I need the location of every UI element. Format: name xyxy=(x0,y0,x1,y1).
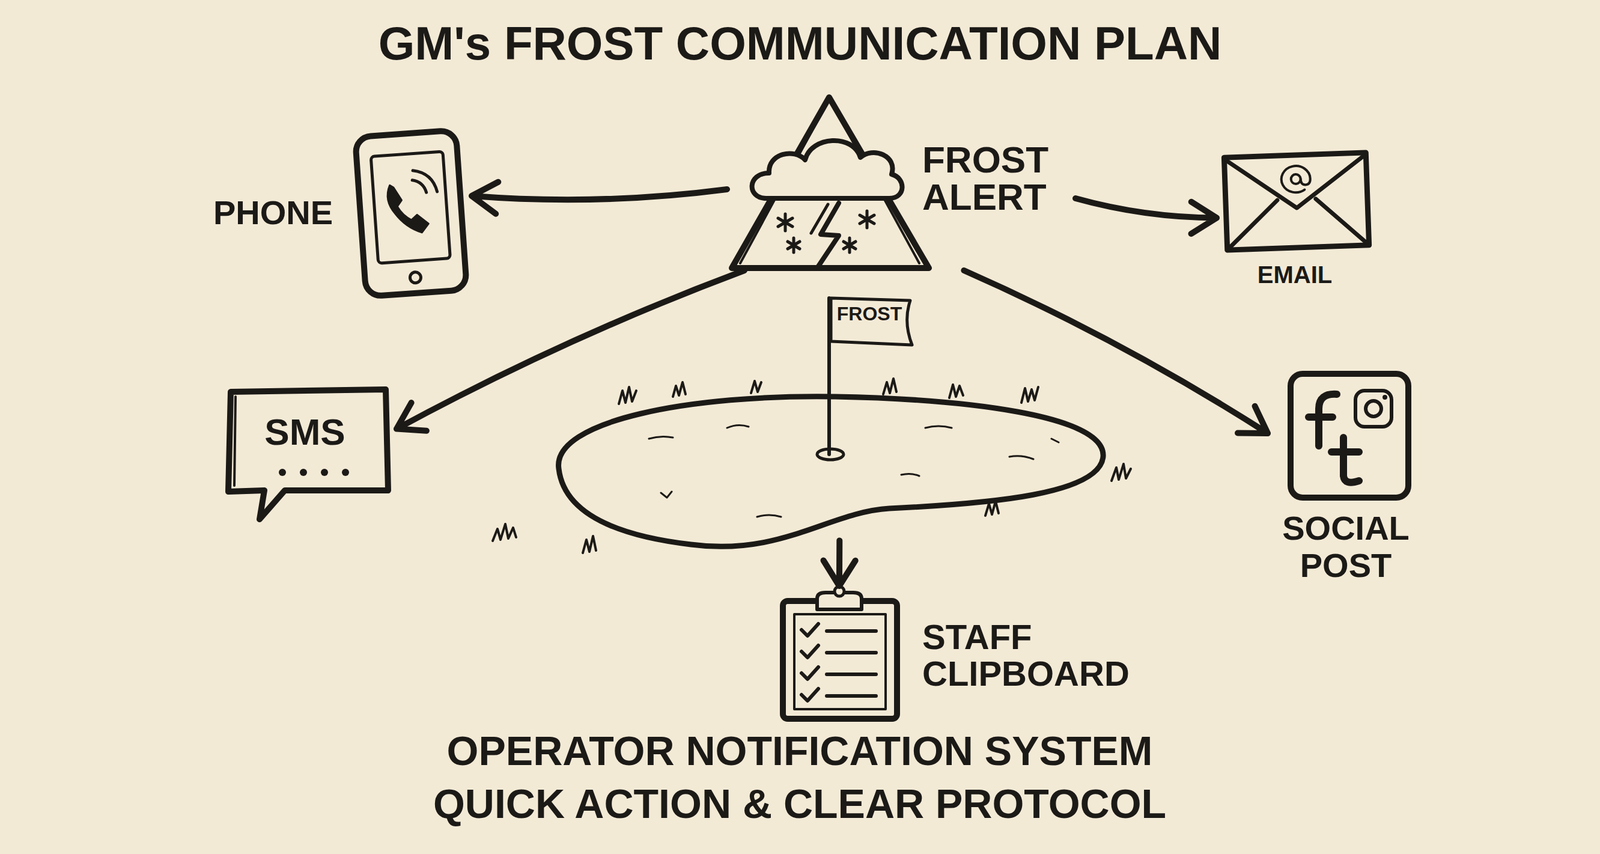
sms-bubble xyxy=(228,389,389,520)
node-label: SMS xyxy=(222,411,388,453)
triangle-outline xyxy=(731,97,929,268)
diagram-title: GM's FROST COMMUNICATION PLAN xyxy=(0,16,1600,71)
clipboard-icon xyxy=(782,586,898,719)
arrow-connector xyxy=(471,182,727,214)
node-label: SOCIAL POST xyxy=(1267,509,1424,584)
arrow-connector xyxy=(963,270,1268,434)
node-label: FROST ALERT xyxy=(922,141,1067,216)
typing-dots xyxy=(278,468,350,476)
node-label: STAFF CLIPBOARD xyxy=(922,618,1145,693)
node-label: PHONE xyxy=(213,194,333,232)
node-label: EMAIL xyxy=(1216,261,1373,288)
social-icon xyxy=(1290,373,1409,498)
social-frame xyxy=(1290,373,1409,498)
arrow-connector xyxy=(396,270,745,431)
phone-button xyxy=(409,271,422,283)
social-channel: SOCIAL POST xyxy=(1267,366,1427,589)
phone-body xyxy=(355,130,467,297)
phone-screen xyxy=(370,151,451,264)
node-label: FROST xyxy=(833,303,906,325)
clipboard-board xyxy=(782,600,898,719)
flag xyxy=(830,298,913,345)
snowflakes xyxy=(778,210,875,253)
storm-cloud xyxy=(752,140,903,199)
lightning-bolt xyxy=(817,203,839,268)
staff-clipboard: STAFF CLIPBOARD xyxy=(775,585,1160,727)
phone-channel: PHONE xyxy=(210,126,472,301)
diagram-caption: OPERATOR NOTIFICATION SYSTEM QUICK ACTIO… xyxy=(385,723,1215,831)
alert-triangle: FROST ALERT xyxy=(726,90,1076,271)
handset xyxy=(386,182,429,235)
phone-icon xyxy=(355,130,467,297)
instagram-lens xyxy=(1365,400,1382,417)
envelope-body xyxy=(1223,152,1369,250)
lightning-sketch xyxy=(811,204,828,234)
instagram-glyph xyxy=(1355,390,1392,427)
grass-tufts xyxy=(492,378,1131,553)
bubble-sketch xyxy=(234,396,236,486)
envelope-icon xyxy=(1223,152,1369,250)
checklist xyxy=(801,623,877,701)
golf-green: FROST xyxy=(540,294,1118,562)
instagram-dot xyxy=(1383,395,1387,399)
at-symbol xyxy=(1280,165,1312,193)
arrow-connector xyxy=(1075,198,1217,234)
bubble-outline xyxy=(228,389,389,520)
green-texture xyxy=(648,424,1059,517)
sms-channel: SMS xyxy=(222,384,397,523)
triangle-sketch xyxy=(740,105,920,264)
facebook-glyph xyxy=(1308,394,1337,446)
arrow-connector xyxy=(823,540,856,586)
envelope-flap xyxy=(1225,155,1369,249)
call-waves xyxy=(411,168,438,194)
email-channel: EMAIL xyxy=(1216,147,1376,298)
twitter-glyph xyxy=(1331,437,1360,483)
clipboard-paper xyxy=(794,614,886,709)
warning-triangle xyxy=(731,97,929,268)
